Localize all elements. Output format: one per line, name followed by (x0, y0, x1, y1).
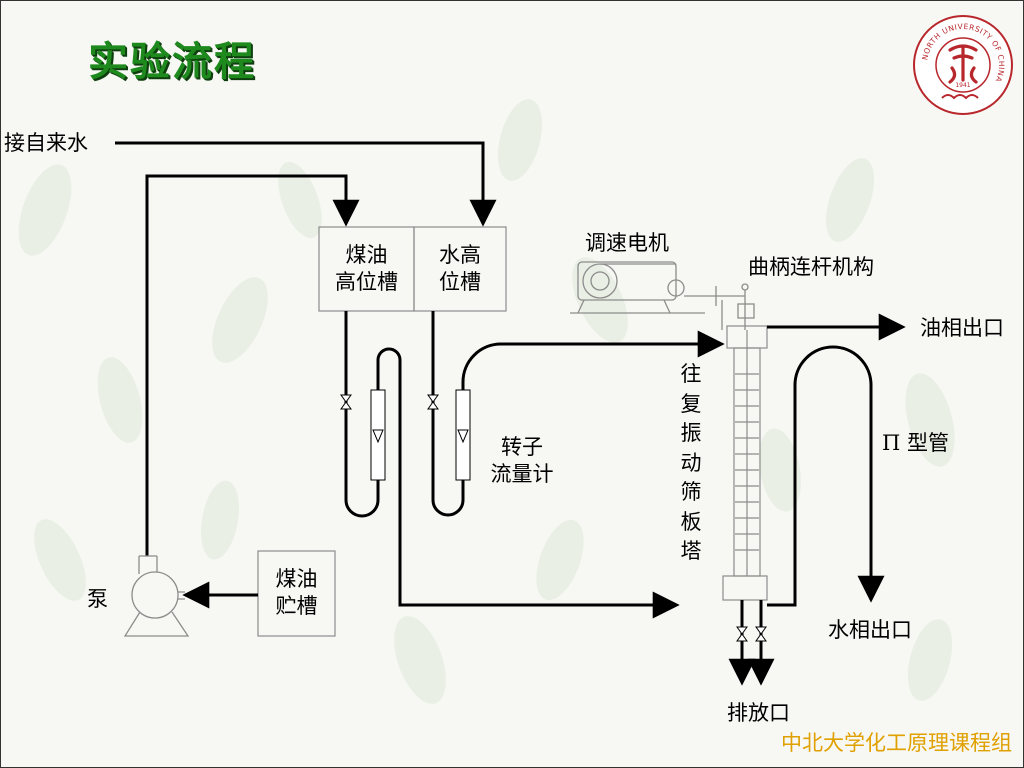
rotameter-label-line1: 转子 (501, 435, 543, 459)
crank-linkage-icon (684, 283, 755, 330)
kerosene-head-tank-label-line1: 煤油 (345, 243, 388, 267)
crank-label: 曲柄连杆机构 (748, 255, 874, 279)
footer-credit: 中北大学化工原理课程组 (781, 731, 1012, 755)
water-head-tank (413, 226, 507, 312)
tap-water-inlet-label: 接自来水 (4, 131, 88, 155)
water-head-tank-label: 水高 位槽 (414, 242, 506, 296)
rotameter-label-line2: 流量计 (490, 462, 554, 486)
pi-tube-label: Π 型管 (882, 431, 949, 455)
pi-tube-pipe (767, 345, 885, 607)
water-head-tank-label-line1: 水高 (439, 243, 481, 267)
water-feed-pipe (431, 311, 725, 517)
water-rotameter-icon (455, 389, 471, 481)
pump-discharge-pipe (145, 174, 360, 556)
kerosene-storage-tank-label-line2: 贮槽 (275, 594, 318, 618)
sieve-plate-column (722, 325, 768, 601)
rotameter-label: 转子 流量计 (482, 434, 562, 488)
kerosene-storage-tank-label-line1: 煤油 (275, 567, 318, 591)
pump-icon (123, 555, 190, 637)
drain-valve-icon (736, 626, 767, 642)
water-outlet-label: 水相出口 (828, 618, 912, 642)
kerosene-feed-pipe (344, 311, 680, 619)
kerosene-valve-icon (340, 394, 352, 410)
pump-label: 泵 (87, 587, 108, 611)
water-valve-icon (427, 394, 439, 410)
drain-label: 排放口 (727, 701, 790, 725)
water-head-tank-label-line2: 位槽 (439, 270, 481, 294)
kerosene-head-tank-label-line2: 高位槽 (335, 270, 398, 294)
svg-text:1941: 1941 (955, 82, 970, 89)
kerosene-rotameter-icon (370, 389, 386, 481)
column-label: 往复振动筛板塔 (680, 362, 702, 563)
motor-label: 调速电机 (585, 231, 669, 255)
tap-water-pipe (115, 141, 497, 227)
kerosene-head-tank-label: 煤油 高位槽 (319, 242, 414, 296)
motor-icon (570, 261, 705, 314)
oil-outlet-label: 油相出口 (920, 316, 1004, 340)
kerosene-storage-tank-label: 煤油 贮槽 (258, 566, 335, 620)
page-title: 实验流程 (88, 39, 256, 85)
university-seal-icon: NORTH UNIVERSITY OF CHINA 1941 (913, 15, 1013, 115)
